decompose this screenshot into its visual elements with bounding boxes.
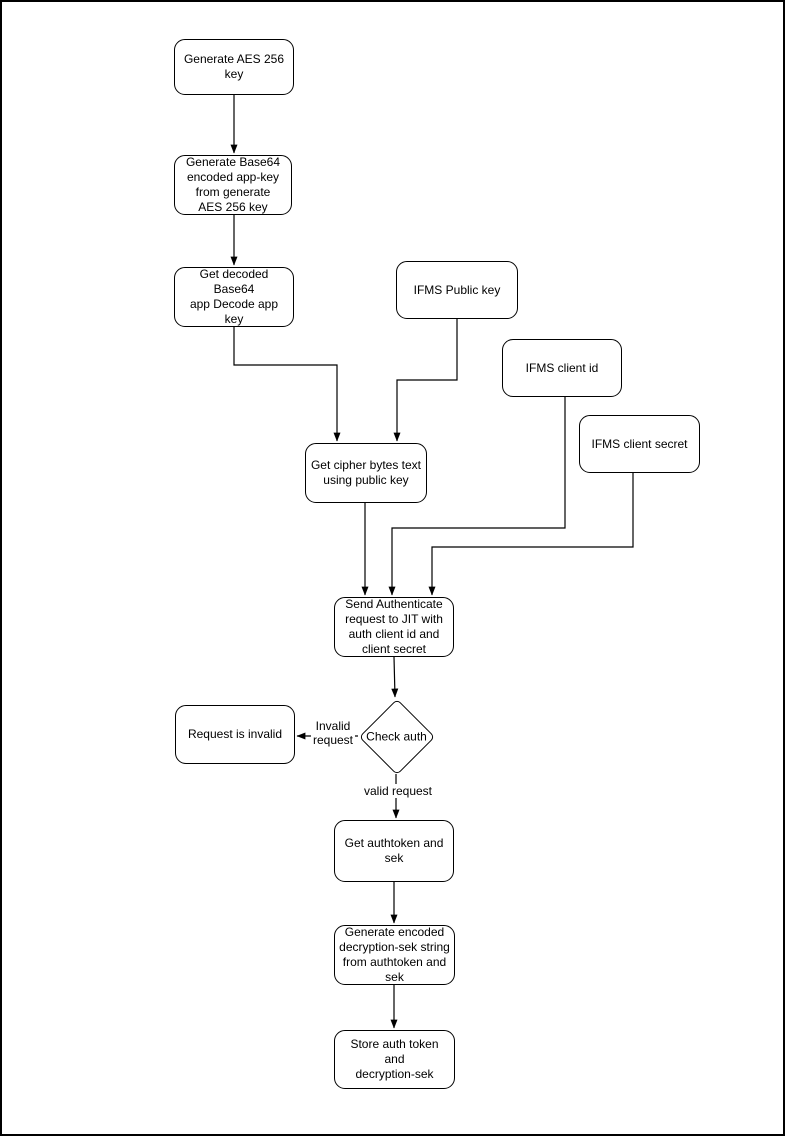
node-generate-aes-key: Generate AES 256 key — [174, 39, 294, 95]
node-store-auth-token: Store auth token and decryption-sek — [334, 1030, 455, 1089]
node-ifms-client-id: IFMS client id — [502, 339, 622, 397]
node-generate-decryption-sek: Generate encoded decryption-sek string f… — [334, 925, 455, 985]
node-send-authenticate-request: Send Authenticate request to JIT with au… — [334, 597, 454, 657]
edge-label-valid-request: valid request — [361, 784, 435, 798]
node-get-cipher-bytes: Get cipher bytes text using public key — [305, 443, 427, 503]
node-generate-base64-app-key: Generate Base64 encoded app-key from gen… — [174, 155, 292, 215]
node-get-authtoken-and-sek: Get authtoken and sek — [334, 820, 454, 882]
edge-getdecoded-to-cipher — [233, 327, 341, 442]
edge-label-invalid-request: Invalid request — [310, 719, 356, 747]
node-ifms-client-secret: IFMS client secret — [579, 415, 700, 473]
edge-ifmspub-to-cipher — [393, 319, 458, 442]
node-ifms-public-key: IFMS Public key — [396, 261, 518, 319]
node-request-is-invalid: Request is invalid — [175, 705, 295, 764]
edge-sendauth-to-checkauth — [391, 656, 399, 698]
node-check-auth-label: Check auth — [366, 729, 427, 743]
node-check-auth-decision: Check auth — [358, 698, 435, 775]
node-get-decoded-base64: Get decoded Base64 app Decode app key — [174, 267, 294, 327]
edge-secret-to-sendauth — [428, 473, 634, 596]
